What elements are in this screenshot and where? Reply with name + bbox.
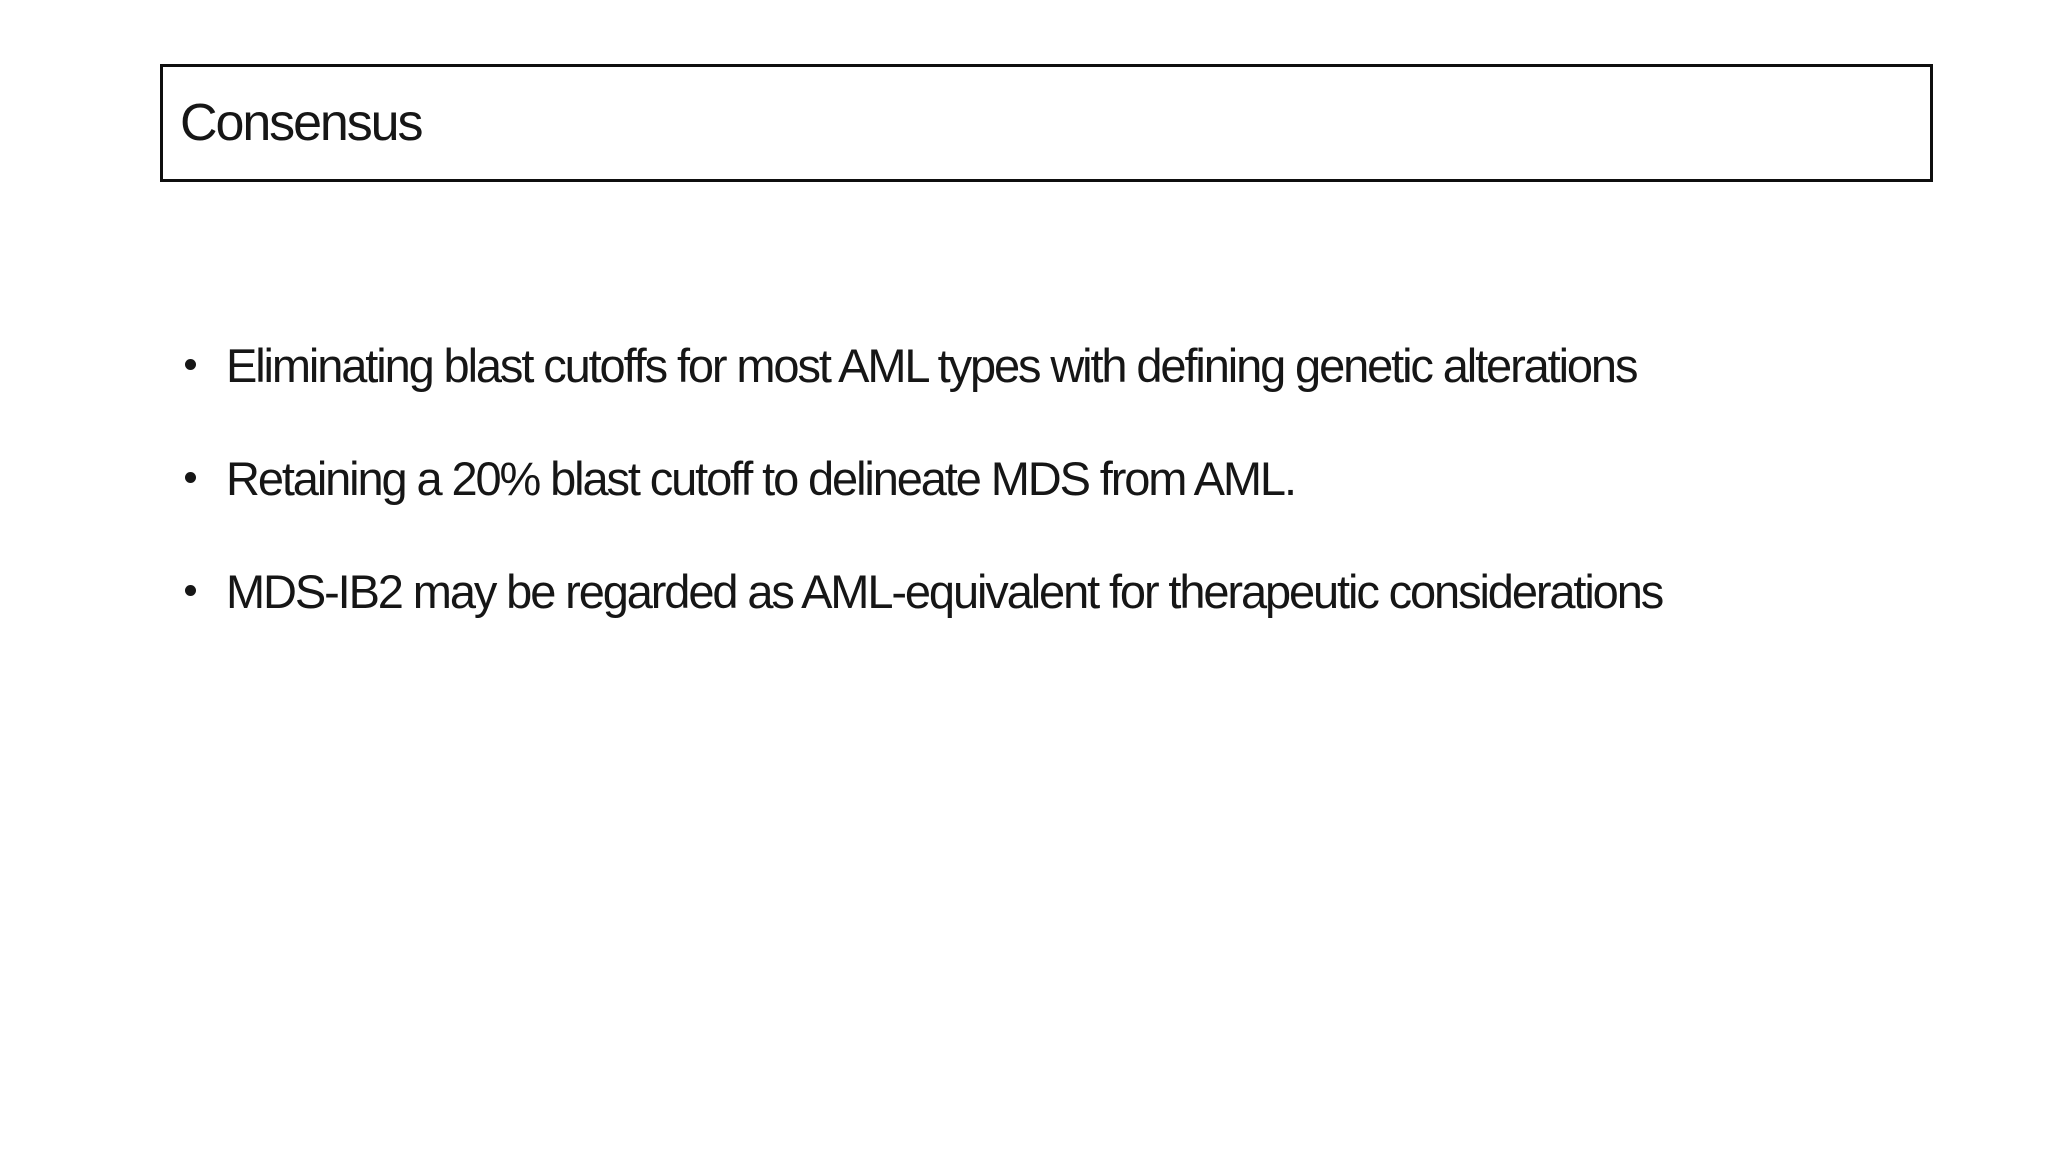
- bullet-item: Retaining a 20% blast cutoff to delineat…: [176, 449, 1926, 509]
- bullet-item: MDS-IB2 may be regarded as AML-equivalen…: [176, 562, 1926, 622]
- bullet-icon: [185, 585, 196, 596]
- bullet-item: Eliminating blast cutoffs for most AML t…: [176, 336, 1926, 396]
- bullet-icon: [185, 359, 196, 370]
- bullet-icon: [185, 472, 196, 483]
- slide-title: Consensus: [180, 94, 424, 152]
- bullet-list: Eliminating blast cutoffs for most AML t…: [176, 336, 1926, 675]
- slide-title-box: Consensus: [160, 64, 1933, 182]
- bullet-text: MDS-IB2 may be regarded as AML-equivalen…: [226, 565, 1664, 618]
- bullet-text: Retaining a 20% blast cutoff to delineat…: [226, 452, 1297, 505]
- bullet-text: Eliminating blast cutoffs for most AML t…: [226, 339, 1638, 392]
